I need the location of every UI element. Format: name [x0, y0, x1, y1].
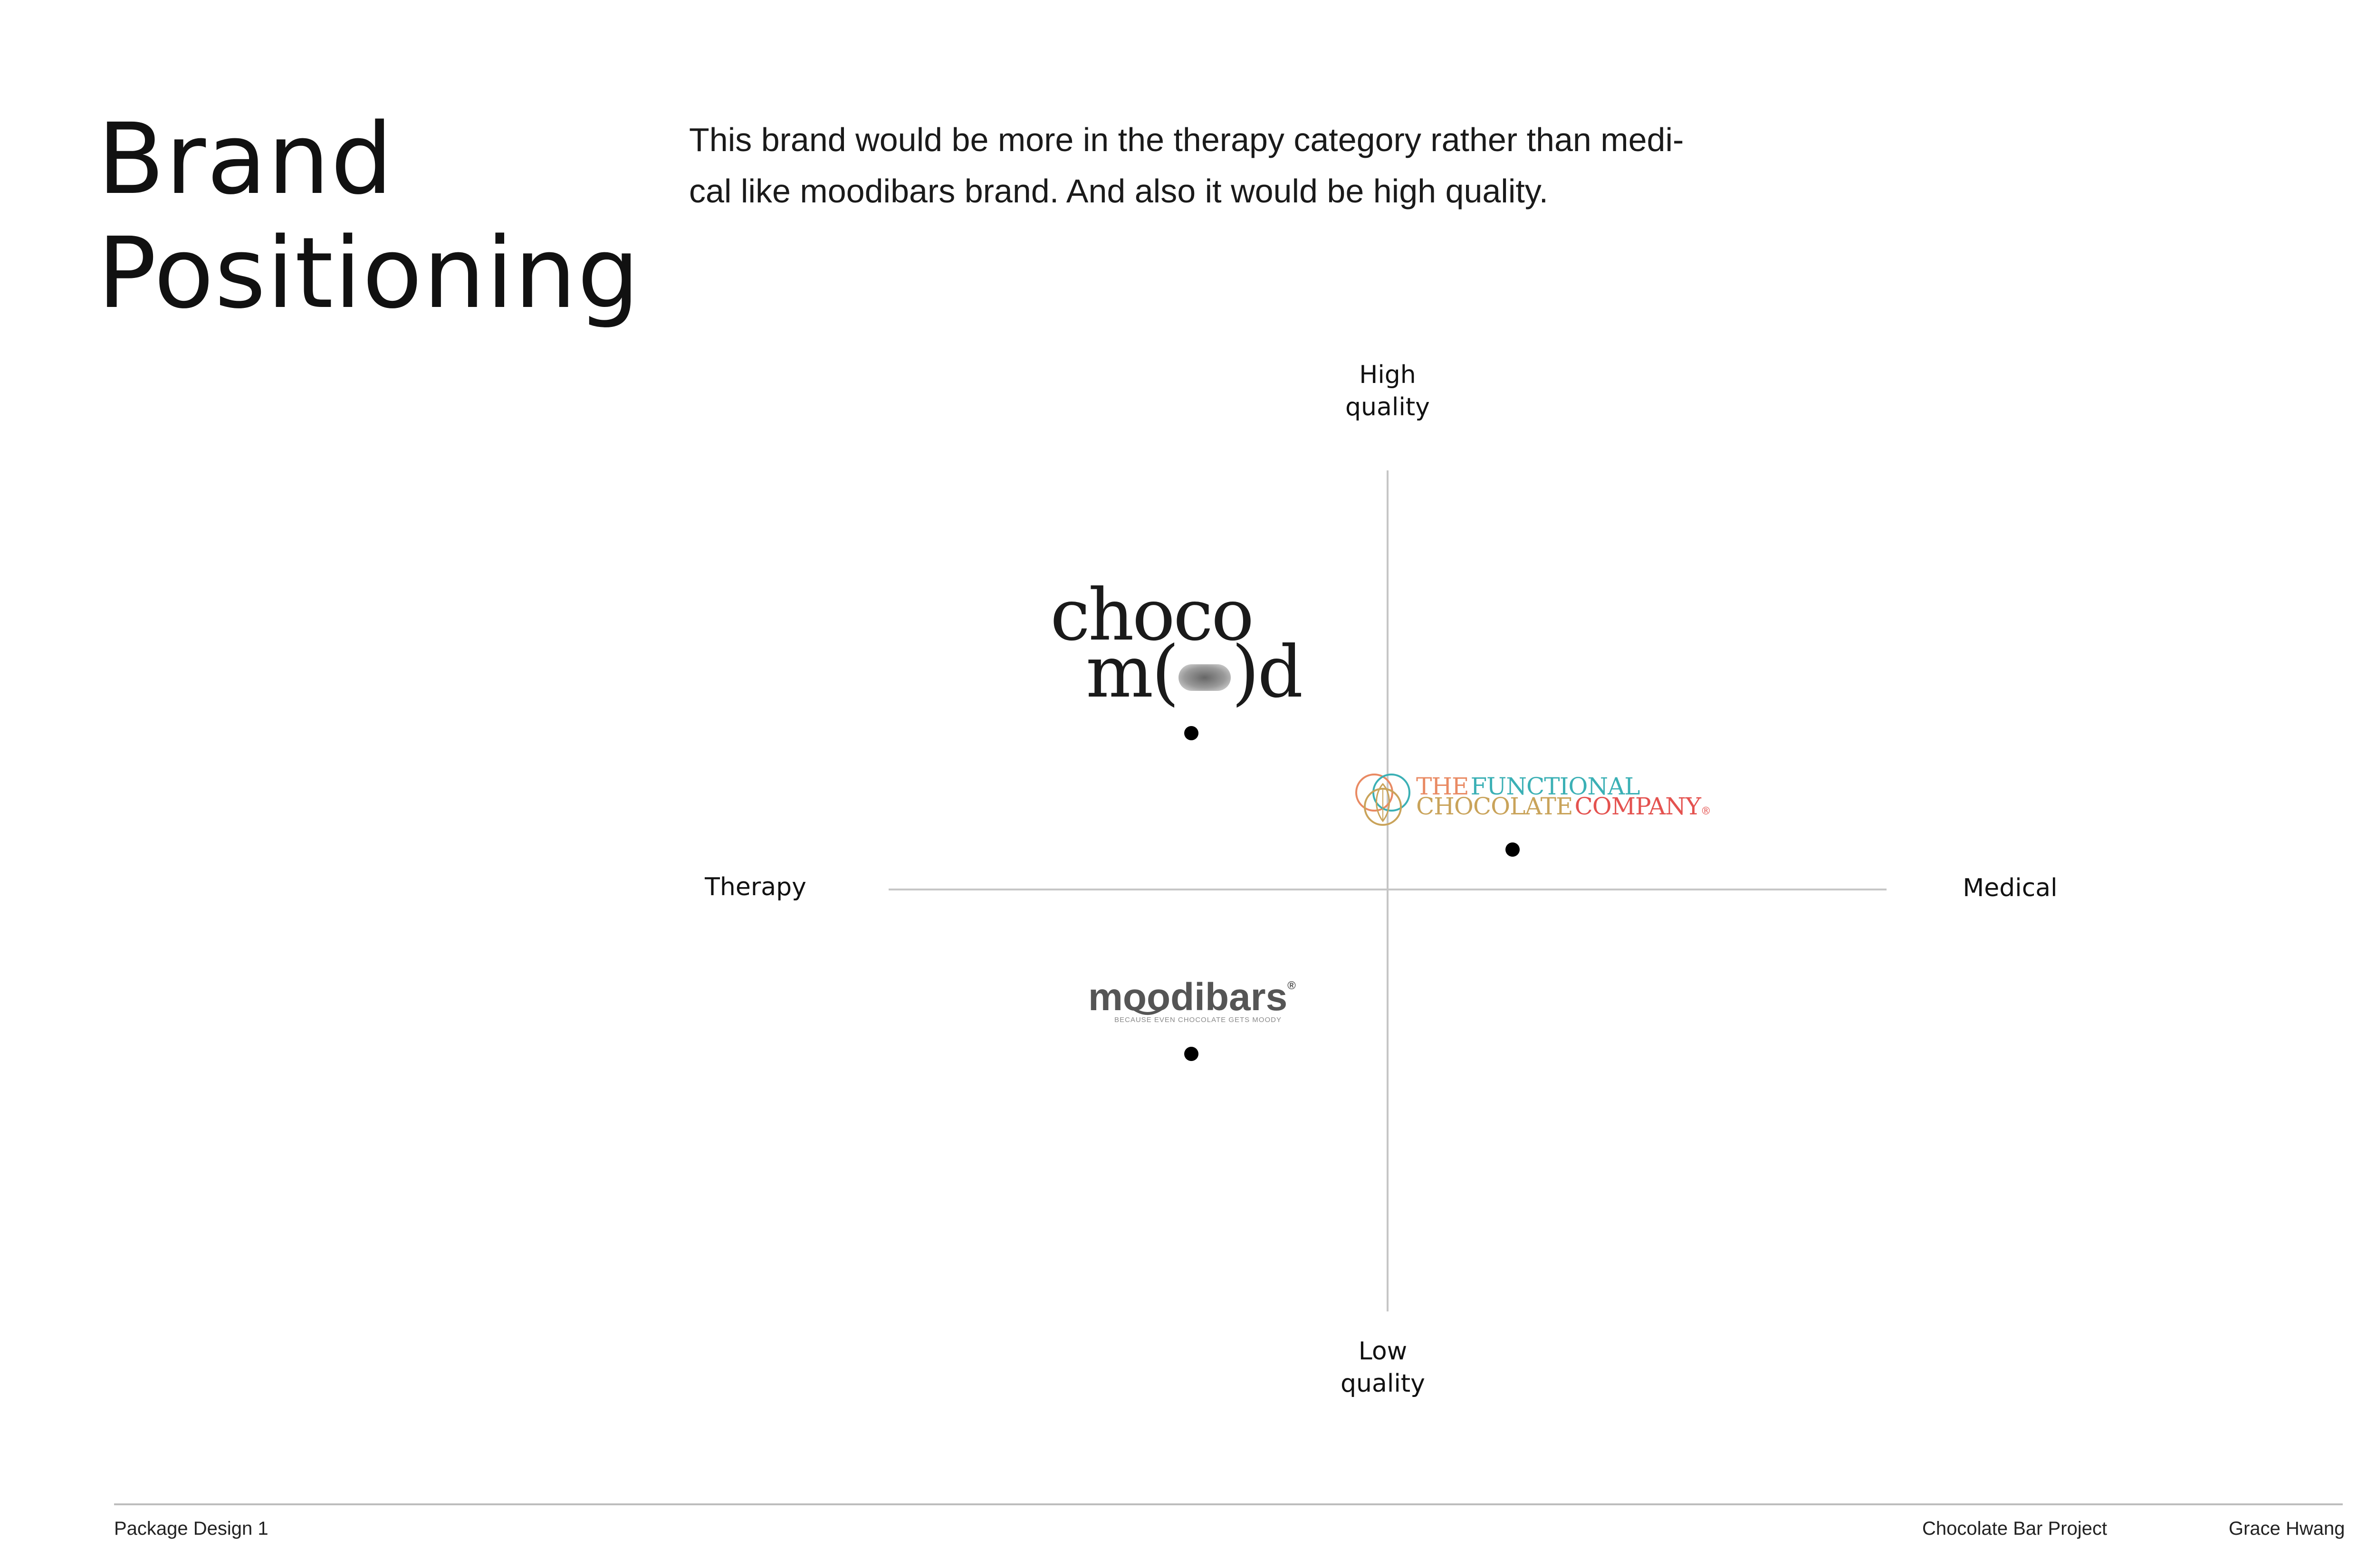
smile-icon — [1131, 1007, 1164, 1015]
chocomood-logo-line-2-end: )d — [1231, 631, 1303, 714]
chocomood-logo: choco m()d — [1050, 574, 1303, 708]
axis-label-low-line-1: Low — [1358, 1337, 1408, 1366]
chocomood-position-dot — [1184, 726, 1198, 740]
horizontal-axis-line — [889, 889, 1887, 890]
moodibars-position-dot — [1184, 1047, 1198, 1061]
chocomood-logo-line-2: m()d — [1086, 637, 1303, 708]
footer-course: Package Design 1 — [114, 1518, 268, 1539]
title-line-2: Positioning — [97, 216, 641, 330]
description: This brand would be more in the therapy … — [689, 114, 1782, 217]
moodibars-name: moodibars — [1088, 975, 1288, 1019]
axis-label-medical: Medical — [1929, 872, 2091, 904]
footer-divider — [114, 1503, 2343, 1505]
tfcc-the: THE — [1416, 773, 1469, 800]
vertical-axis-line — [1387, 470, 1389, 1311]
axis-label-high-line-2: quality — [1345, 393, 1430, 421]
page-title: Brand Positioning — [97, 102, 641, 330]
footer-project: Chocolate Bar Project — [1922, 1518, 2108, 1539]
functional-chocolate-company-logo: THE FUNCTIONAL CHOCOLATE COMPANY® — [1350, 765, 1711, 832]
axis-label-low-line-2: quality — [1341, 1369, 1425, 1398]
axis-label-medical-text: Medical — [1963, 874, 2058, 902]
tfcc-logo-line-1: THE FUNCTIONAL — [1416, 773, 1640, 800]
axis-label-therapy: Therapy — [675, 871, 836, 903]
tfcc-functional: FUNCTIONAL — [1470, 773, 1640, 800]
tfcc-chocolate: CHOCOLATE — [1416, 793, 1573, 820]
chocomood-blur-shape — [1178, 664, 1231, 691]
axis-label-high-quality: High quality — [1293, 359, 1483, 423]
chocomood-logo-line-1: choco — [1050, 574, 1254, 657]
tfcc-company: COMPANY — [1574, 793, 1701, 820]
description-line-1: This brand would be more in the therapy … — [689, 121, 1684, 158]
title-line-1: Brand — [97, 102, 394, 216]
description-line-2: cal like moodibars brand. And also it wo… — [689, 172, 1549, 210]
moodibars-trademark: ® — [1287, 979, 1296, 992]
footer-author: Grace Hwang — [2229, 1518, 2345, 1539]
axis-label-therapy-text: Therapy — [705, 873, 806, 901]
moodibars-logo: moodibars® BECAUSE EVEN CHOCOLATE GETS M… — [1088, 965, 1307, 1036]
functional-chocolate-position-dot — [1505, 842, 1520, 857]
tfcc-trademark: ® — [1700, 805, 1711, 817]
leaf-rings-icon — [1355, 774, 1410, 826]
moodibars-wordmark: moodibars® — [1088, 965, 1296, 1019]
tfcc-logo-line-2: CHOCOLATE COMPANY® — [1416, 794, 1711, 823]
chocomood-logo-line-2-start: m( — [1086, 631, 1179, 714]
axis-label-low-quality: Low quality — [1288, 1335, 1478, 1400]
axis-label-high-line-1: High — [1359, 361, 1416, 389]
moodibars-tagline: BECAUSE EVEN CHOCOLATE GETS MOODY — [1114, 1016, 1282, 1024]
